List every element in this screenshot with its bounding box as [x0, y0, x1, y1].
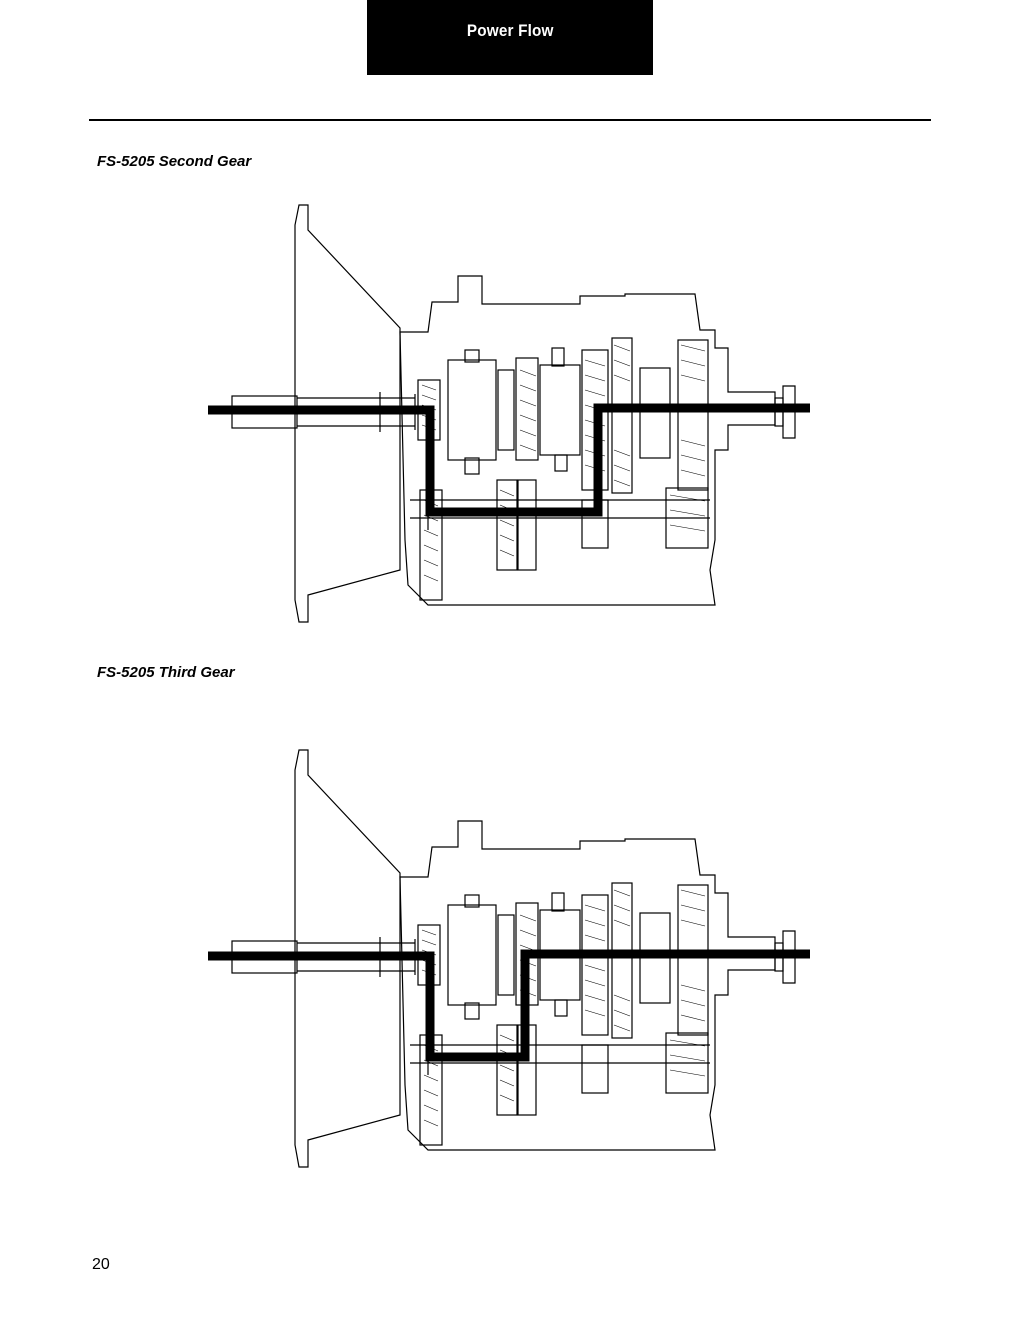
power-flow-path [208, 403, 810, 517]
gear-stack [410, 337, 710, 601]
figure-caption-second-gear: FS-5205 Second Gear [97, 153, 252, 170]
transmission-diagram-second-gear [208, 204, 810, 623]
gear-stack [410, 882, 710, 1146]
section-header-tab: Power Flow [367, 0, 653, 75]
page-number: 20 [92, 1256, 110, 1273]
section-title: Power Flow [466, 20, 554, 40]
power-flow-path [208, 949, 810, 1062]
figure-caption-third-gear: FS-5205 Third Gear [97, 664, 235, 681]
transmission-diagram-third-gear [208, 749, 810, 1168]
transmission-outline [231, 204, 796, 623]
header-rule [89, 119, 931, 121]
